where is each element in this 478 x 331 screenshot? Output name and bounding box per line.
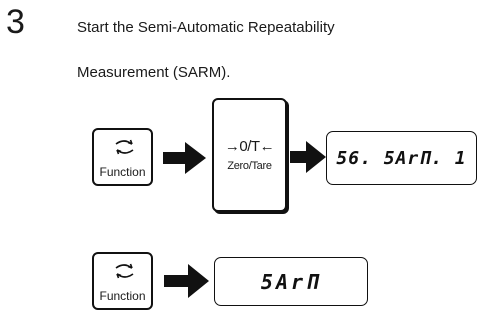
arrow-right-icon xyxy=(163,142,206,174)
function-key-label: Function xyxy=(99,289,146,303)
step-number: 3 xyxy=(6,3,25,41)
lcd-display: 5ArΠ xyxy=(214,257,368,306)
zero-tare-symbol: →0/T← xyxy=(224,138,275,155)
instruction-line-1: Start the Semi-Automatic Repeatability xyxy=(77,19,335,36)
cycle-arrows-icon xyxy=(94,136,151,163)
zero-tare-key-label: Zero/Tare xyxy=(227,160,272,172)
instruction-line-2: Measurement (SARM). xyxy=(77,64,231,81)
display-readout: 5ArΠ xyxy=(260,269,322,294)
function-key-label: Function xyxy=(99,165,146,179)
lcd-display: 56. 5ArΠ. 1 xyxy=(326,131,477,185)
zero-tare-key[interactable]: →0/T← Zero/Tare xyxy=(212,98,287,212)
cycle-arrows-icon xyxy=(94,260,151,287)
display-readout: 56. 5ArΠ. 1 xyxy=(336,147,467,169)
arrow-right-icon xyxy=(164,264,209,298)
function-key[interactable]: Function xyxy=(92,128,153,186)
arrow-right-icon xyxy=(290,141,326,173)
function-key[interactable]: Function xyxy=(92,252,153,310)
